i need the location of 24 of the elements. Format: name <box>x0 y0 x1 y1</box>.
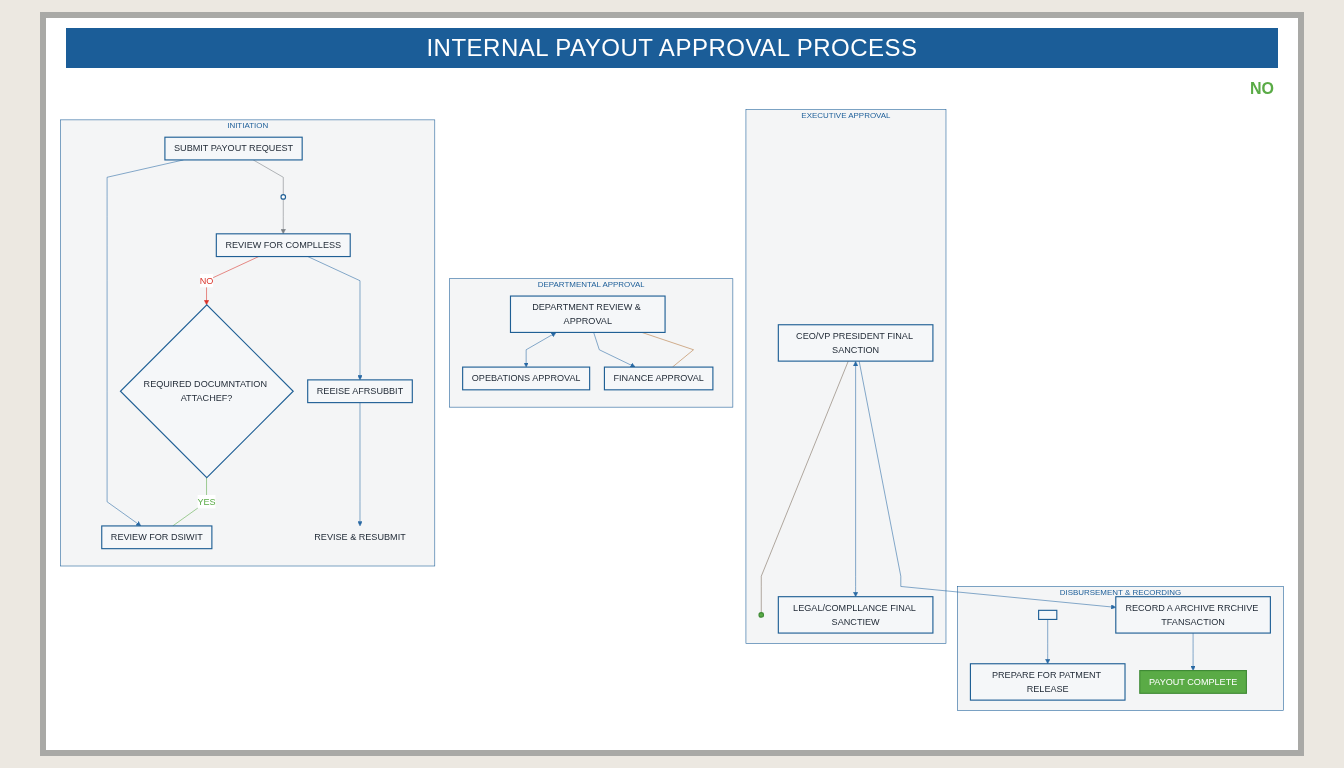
node-box: PAYOUT COMPLETE <box>1139 670 1247 694</box>
node-box: PREPARE FOR PATMENT RELEASE <box>969 663 1126 701</box>
connector <box>252 159 284 195</box>
node-box: CEO/VP PRESIDENT FINAL SANCTION <box>777 324 934 362</box>
node-box: OPEBATIONS APPROVAL <box>462 366 591 391</box>
node-box: REVIEW FOR COMPLLESS <box>215 233 351 258</box>
node-circle <box>758 612 765 618</box>
node-box: DEPARTMENT REVIEW & APPROVAL <box>509 295 666 333</box>
edge-label: YES <box>197 496 216 507</box>
node-text: REVISE & RESUBMIT <box>314 532 406 542</box>
node-box <box>1038 609 1058 620</box>
connector <box>172 477 207 527</box>
node-box: REVIEW FOR DSIWIT <box>101 525 213 550</box>
edge-label: NO <box>199 275 214 286</box>
node-box: REEISE AFRSUBBIT <box>307 379 413 404</box>
title: INTERNAL PAYOUT APPROVAL PROCESS <box>66 28 1278 68</box>
node-circle <box>280 194 287 200</box>
node-box: FINANCE APPROVAL <box>603 366 714 391</box>
node-box: RECORD A ARCHIVE RRCHIVE TFANSACTION <box>1115 596 1271 634</box>
connector <box>761 360 849 613</box>
node-box: SUBMIT PAYOUT REQUEST <box>164 136 303 161</box>
node-box: LEGAL/COMPLLANCE FINAL SANCTIEW <box>777 596 934 634</box>
node-diamond: REQUIRED DOCUMNTATION ATTACHEF? <box>119 304 294 479</box>
branch-label: NO <box>1250 80 1274 98</box>
